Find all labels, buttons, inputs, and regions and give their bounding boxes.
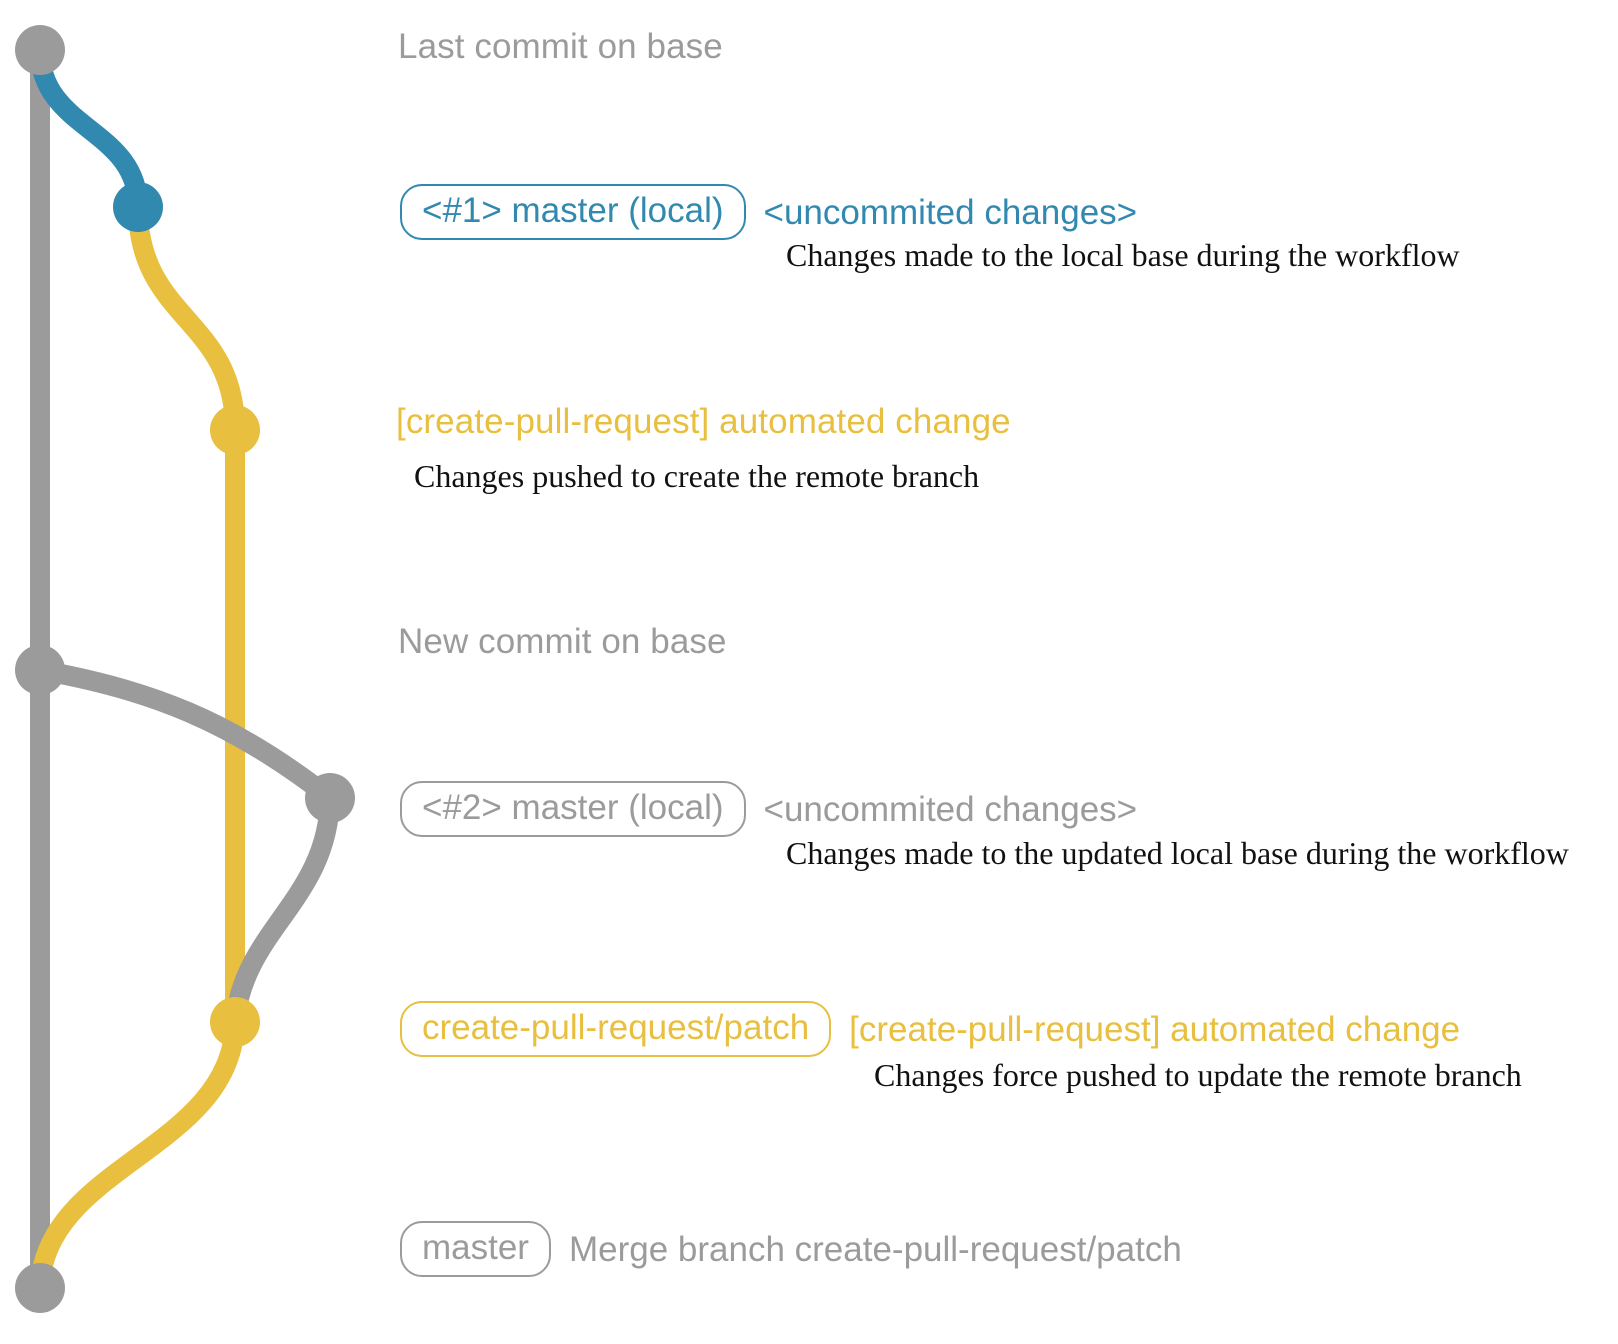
branch-badge-master[interactable]: master <box>400 1221 551 1277</box>
commit-message-new-commit-on-base: New commit on base <box>398 622 727 661</box>
commit-graph <box>15 25 355 1313</box>
commit-message-merge-commit: Merge branch create-pull-request/patch <box>568 1229 1182 1269</box>
commit-row-merge-commit: master Merge branch create-pull-request/… <box>400 1221 1182 1277</box>
commit-row-master-local-1: <#1> master (local) <uncommited changes> <box>400 184 1137 240</box>
commit-row-last-commit-on-base: Last commit on base <box>398 29 723 64</box>
commit-node-master-local-1[interactable] <box>113 182 163 232</box>
commit-node-new-commit-on-base[interactable] <box>15 645 65 695</box>
commit-message-last-commit-on-base: Last commit on base <box>398 27 723 66</box>
commit-node-automated-change-1[interactable] <box>210 405 260 455</box>
commit-description-master-local-1: Changes made to the local base during th… <box>786 237 1460 273</box>
commit-node-last-commit-on-base[interactable] <box>15 25 65 75</box>
local-branch-line-blue <box>30 40 148 217</box>
commit-row-new-commit-on-base: New commit on base <box>398 624 727 659</box>
commit-node-master-local-2[interactable] <box>305 773 355 823</box>
commit-description-master-local-2: Changes made to the updated local base d… <box>786 835 1569 871</box>
commit-node-merge-commit[interactable] <box>15 1263 65 1313</box>
branch-badge-create-pull-request-patch[interactable]: create-pull-request/patch <box>400 1001 832 1057</box>
commit-row-master-local-2: <#2> master (local) <uncommited changes> <box>400 781 1137 837</box>
patch-branch-line-upper <box>128 197 245 440</box>
branch-badge-label: master <box>422 1228 529 1267</box>
branch-badge-label: <#1> master (local) <box>422 191 724 230</box>
updated-local-branch-line <box>30 660 340 808</box>
patch-merge-line <box>30 1012 245 1298</box>
commit-row-automated-change-2: create-pull-request/patch [create-pull-r… <box>400 1001 1460 1057</box>
updated-local-to-patch-line <box>225 788 340 1032</box>
commit-node-automated-change-2[interactable] <box>210 997 260 1047</box>
commit-description-automated-change-1: Changes pushed to create the remote bran… <box>414 458 980 494</box>
branch-badge-label: <#2> master (local) <box>422 788 724 827</box>
branch-badge-master-local-1[interactable]: <#1> master (local) <box>400 184 746 240</box>
commit-row-automated-change-1: [create-pull-request] automated change <box>396 404 1011 439</box>
branch-badge-label: create-pull-request/patch <box>422 1008 810 1047</box>
commit-message-automated-change-1: [create-pull-request] automated change <box>396 402 1011 441</box>
commit-message-automated-change-2: [create-pull-request] automated change <box>849 1009 1461 1049</box>
branch-badge-master-local-2[interactable]: <#2> master (local) <box>400 781 746 837</box>
commit-message-master-local-2: <uncommited changes> <box>763 789 1138 829</box>
commit-message-master-local-1: <uncommited changes> <box>763 192 1138 232</box>
commit-description-automated-change-2: Changes force pushed to update the remot… <box>874 1057 1522 1093</box>
